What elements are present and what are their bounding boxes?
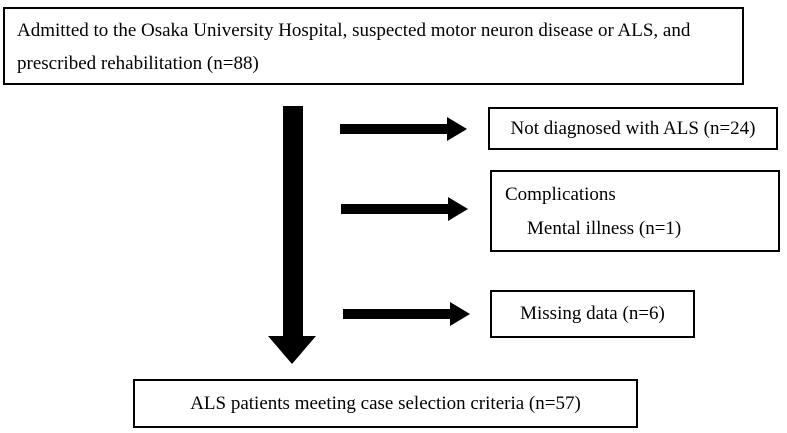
final-sample-box: ALS patients meeting case selection crit… — [133, 379, 638, 428]
right-arrow-shaft — [341, 204, 448, 214]
exclusion-box-not-diagnosed: Not diagnosed with ALS (n=24) — [488, 107, 778, 150]
exclusion-arrow-complications — [341, 197, 468, 221]
exclusion-arrow-missing-data — [343, 302, 470, 326]
right-arrow-head — [450, 302, 470, 326]
source-population-box: Admitted to the Osaka University Hospita… — [3, 7, 744, 85]
right-arrow-head — [447, 117, 467, 141]
right-arrow-shaft — [343, 309, 450, 319]
exclusion-box-missing-data: Missing data (n=6) — [490, 290, 695, 338]
right-arrow-shaft — [340, 124, 447, 134]
exclusion-complications-detail: Mental illness (n=1) — [527, 218, 682, 239]
right-arrow-head — [448, 197, 468, 221]
source-population-text-line-1: Admitted to the Osaka University Hospita… — [17, 20, 691, 41]
exclusion-complications-title: Complications — [505, 184, 616, 205]
exclusion-arrow-not-diagnosed — [340, 117, 467, 141]
source-population-text-line-2: prescribed rehabilitation (n=88) — [17, 53, 259, 74]
exclusion-box-complications: Complications Mental illness (n=1) — [490, 170, 780, 252]
exclusion-not-diagnosed-label: Not diagnosed with ALS (n=24) — [510, 117, 756, 139]
final-sample-text: ALS patients meeting case selection crit… — [190, 392, 581, 414]
down-arrow-shaft — [283, 106, 303, 338]
down-arrow-head — [268, 336, 316, 364]
exclusion-missing-data-label: Missing data (n=6) — [520, 303, 665, 324]
